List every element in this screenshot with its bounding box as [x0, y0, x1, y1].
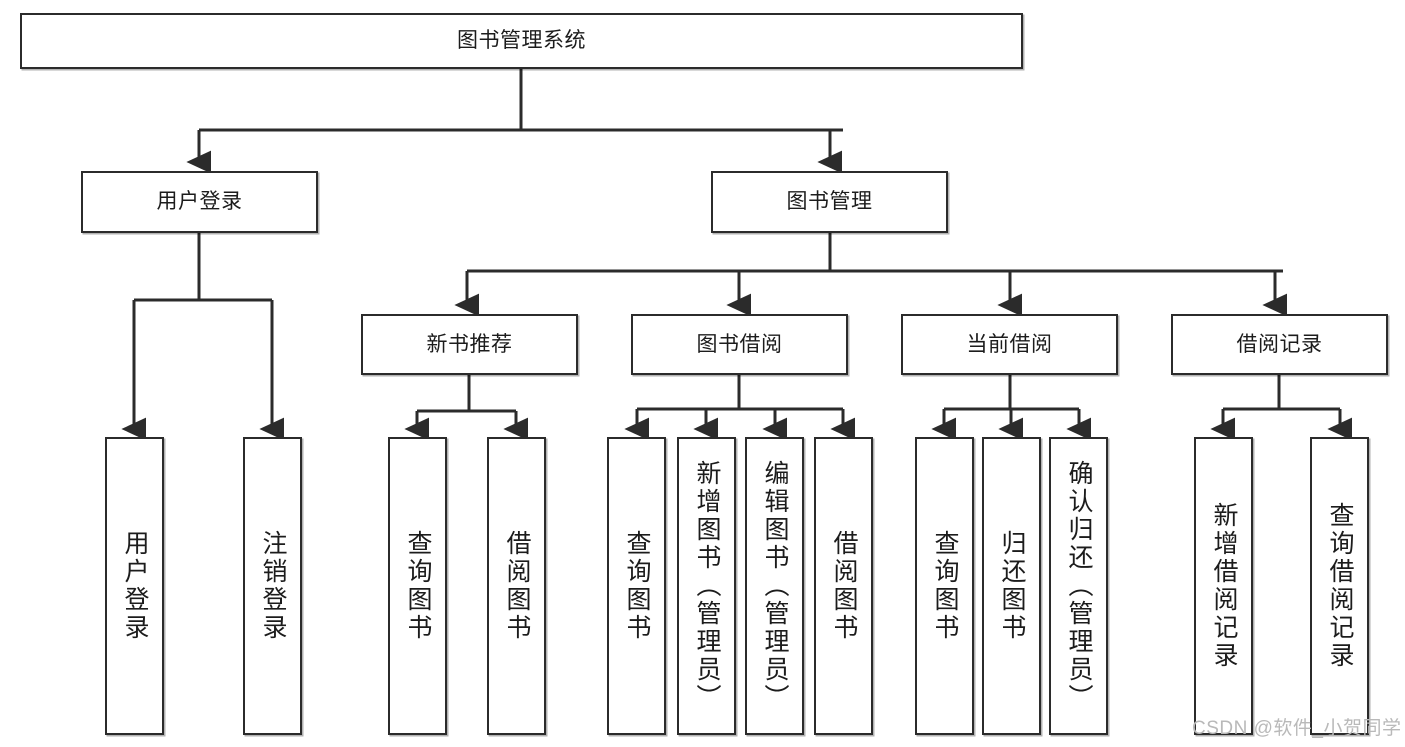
node-root[interactable]: 图书管理系统 [20, 13, 1023, 69]
node-leaf-borrow-book-2[interactable]: 借阅图书 [814, 437, 873, 735]
node-current-borrow[interactable]: 当前借阅 [901, 314, 1118, 375]
node-leaf-confirm-return[interactable]: 确认归还（管理员） [1049, 437, 1108, 735]
node-label: 新增图书（管理员） [693, 460, 721, 712]
node-book-borrow[interactable]: 图书借阅 [631, 314, 848, 375]
node-borrow-record[interactable]: 借阅记录 [1171, 314, 1388, 375]
node-label: 编辑图书（管理员） [761, 460, 789, 712]
node-label: 借阅图书 [503, 530, 531, 642]
node-label: 图书管理 [786, 190, 873, 214]
node-label: 查询图书 [623, 530, 651, 642]
node-leaf-user-login[interactable]: 用户登录 [105, 437, 164, 735]
node-leaf-query-book-3[interactable]: 查询图书 [915, 437, 974, 735]
node-label: 注销登录 [259, 530, 287, 642]
node-label: 当前借阅 [966, 332, 1053, 356]
node-label: 查询图书 [404, 530, 432, 642]
node-new-book-rec[interactable]: 新书推荐 [361, 314, 578, 375]
node-label: 图书借阅 [696, 332, 783, 356]
node-leaf-edit-book[interactable]: 编辑图书（管理员） [745, 437, 804, 735]
node-label: 查询借阅记录 [1326, 502, 1354, 670]
node-leaf-add-record[interactable]: 新增借阅记录 [1194, 437, 1253, 735]
node-label: 新书推荐 [426, 332, 513, 356]
node-label: 归还图书 [998, 530, 1026, 642]
node-label: 借阅记录 [1236, 332, 1323, 356]
node-label: 确认归还（管理员） [1065, 460, 1093, 712]
node-leaf-borrow-book-1[interactable]: 借阅图书 [487, 437, 546, 735]
node-label: 用户登录 [121, 530, 149, 642]
node-leaf-query-book-1[interactable]: 查询图书 [388, 437, 447, 735]
node-leaf-query-book-2[interactable]: 查询图书 [607, 437, 666, 735]
node-label: 用户登录 [156, 190, 243, 214]
node-label: 图书管理系统 [457, 29, 586, 53]
node-book-manage[interactable]: 图书管理 [711, 171, 948, 233]
node-label: 借阅图书 [830, 530, 858, 642]
node-leaf-query-record[interactable]: 查询借阅记录 [1310, 437, 1369, 735]
node-label: 新增借阅记录 [1210, 502, 1238, 670]
node-leaf-add-book[interactable]: 新增图书（管理员） [677, 437, 736, 735]
node-leaf-return-book[interactable]: 归还图书 [982, 437, 1041, 735]
node-leaf-logout[interactable]: 注销登录 [243, 437, 302, 735]
node-label: 查询图书 [931, 530, 959, 642]
node-user-login[interactable]: 用户登录 [81, 171, 318, 233]
